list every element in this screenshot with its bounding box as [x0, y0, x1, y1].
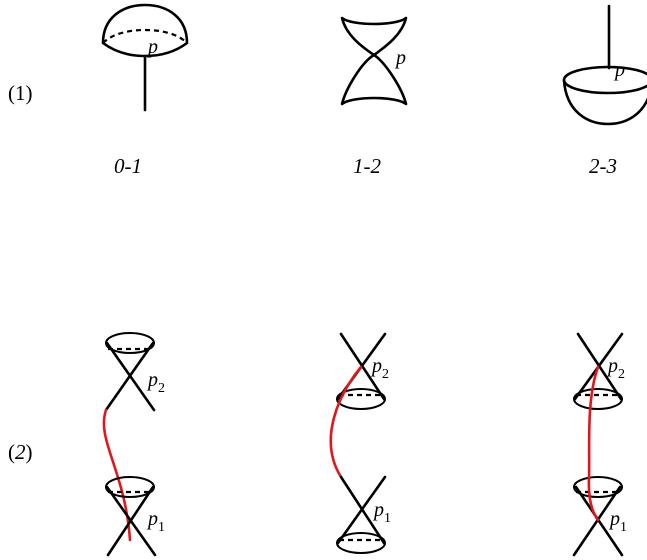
dome-shape	[101, 3, 189, 58]
caption-2-3: 2-3	[589, 154, 617, 178]
caption-0-1: 0-1	[114, 154, 142, 178]
red-path	[329, 365, 363, 479]
top-point-label: p2	[370, 355, 389, 382]
handle-2-3-figure: p	[562, 4, 647, 126]
cancellation-figure-2: p2 p1	[329, 332, 391, 554]
bottom-point-label: p1	[146, 508, 165, 535]
upper-cone-rim	[573, 388, 623, 410]
point-label-p: p	[613, 59, 625, 81]
saddle-shape	[340, 16, 408, 106]
bowl-rim	[562, 65, 647, 95]
cancellation-figure-3: p2 p1	[572, 332, 627, 557]
cancellation-figure-1: p2 p1	[102, 332, 165, 557]
point-label-p: p	[394, 47, 406, 69]
lower-cross-line	[106, 485, 155, 557]
top-point-label: p2	[606, 355, 625, 382]
lower-cross-line	[572, 485, 622, 557]
lower-cross-line	[574, 485, 624, 557]
bottom-point-label: p1	[372, 499, 391, 526]
red-path	[102, 408, 132, 542]
upper-cone-rim	[336, 388, 386, 410]
row2-label: (2)	[8, 440, 33, 464]
point-label-p: p	[146, 36, 158, 58]
caption-1-2: 1-2	[353, 154, 381, 178]
lower-cross-line	[336, 475, 387, 545]
lower-cone-rim	[336, 532, 386, 554]
top-point-label: p2	[146, 369, 165, 396]
bottom-point-label: p1	[608, 508, 627, 535]
bowl-body	[562, 78, 647, 126]
lower-cone-rim	[573, 476, 623, 498]
dome-back-rim	[102, 28, 188, 44]
upper-cross-line	[104, 341, 155, 412]
handle-1-2-figure: p	[340, 16, 408, 106]
handle-0-1-figure: p	[101, 3, 189, 112]
row1-label: (1)	[8, 81, 33, 105]
red-path	[587, 365, 600, 522]
